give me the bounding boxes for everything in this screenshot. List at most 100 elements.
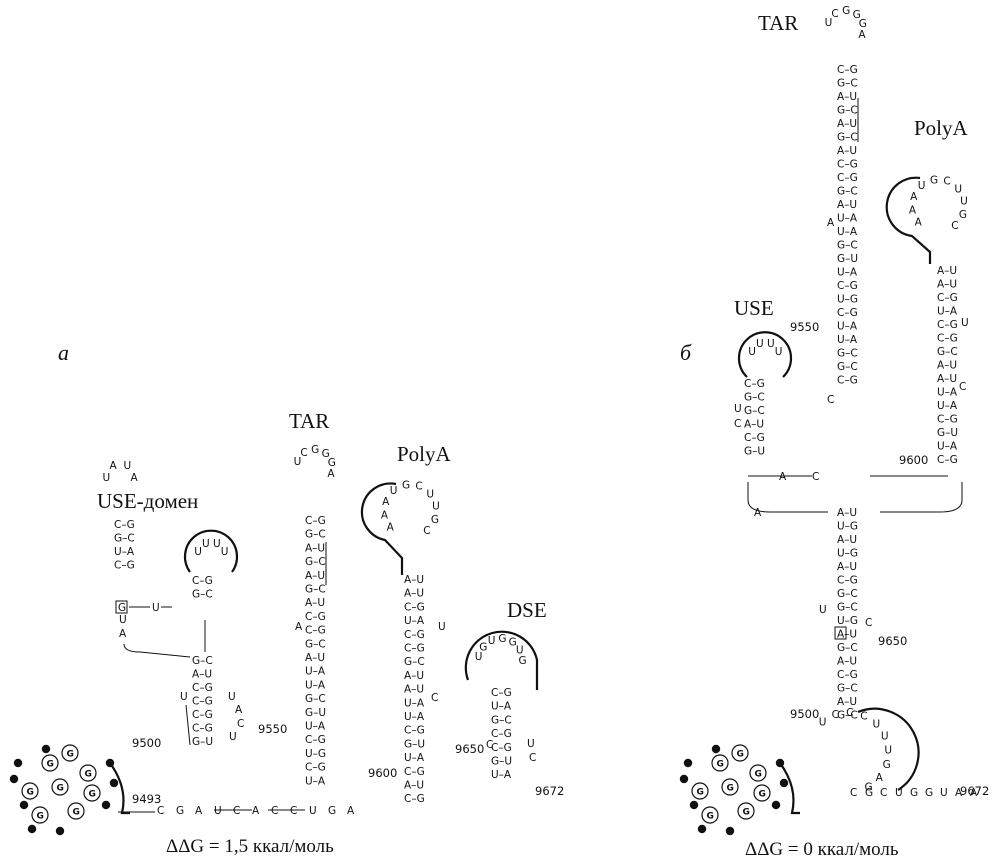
base-pair: U–G — [837, 294, 858, 306]
polya-stem: A–UA–UC–GU–AC–GC–GG–CA–UA–UU–AU–AC–GG–UU… — [404, 574, 425, 805]
guanine-label: G — [73, 808, 80, 818]
baseline-nucleotide: U — [214, 805, 222, 817]
baseline-sequence-b: CGCUGGUAA — [850, 787, 978, 799]
use-hairpin-loop: UAUA — [103, 460, 139, 484]
use-motif-arc — [185, 531, 237, 572]
base-pair: A–U — [837, 145, 857, 157]
backbone-dot — [712, 745, 720, 753]
base-pair: C–G — [404, 793, 425, 805]
base-pair: G–C — [305, 529, 326, 541]
dse-label-a: DSE — [507, 598, 547, 622]
base-pair: A–U — [404, 670, 424, 682]
base-pair: G–U — [837, 253, 858, 265]
backbone-dot — [698, 825, 706, 833]
use-domain-label: USE-домен — [97, 489, 198, 513]
use-loop-b: UUUU — [748, 338, 782, 358]
base-pair: G–C — [837, 186, 858, 198]
loop-nucleotide: C — [846, 707, 853, 719]
base-pair: C–G — [192, 575, 213, 587]
loop-nucleotide: U — [775, 346, 783, 358]
loop-nucleotide: C — [300, 447, 307, 459]
loop-nucleotide: U — [819, 716, 827, 728]
baseline-nucleotide: G — [865, 787, 873, 799]
backbone-dot — [14, 759, 22, 767]
free-energy-b: ΔΔG = 0 ккал/моль — [745, 839, 899, 860]
backbone-dot — [680, 775, 688, 783]
loop-nucleotide: G — [431, 514, 439, 526]
base-pair: C–G — [305, 625, 326, 637]
base-pair: A–U — [837, 656, 857, 668]
base-pair: C–G — [491, 687, 512, 699]
loop-nucleotide: U — [432, 501, 440, 513]
baseline-nucleotide: C — [880, 787, 887, 799]
base-pair: U–A — [937, 306, 958, 318]
base-pair: U–A — [305, 679, 326, 691]
baseline-nucleotide: A — [195, 805, 203, 817]
base-pair: G–C — [837, 588, 858, 600]
baseline-nucleotide: U — [895, 787, 903, 799]
loop-nucleotide: A — [909, 205, 917, 217]
base-pair: U–G — [837, 521, 858, 533]
svg-text:C: C — [431, 692, 438, 704]
dse-stem: C–GU–AG–CC–GC–GG–UU–A — [491, 687, 512, 781]
base-pair: A–U — [837, 561, 857, 573]
loop-nucleotide: U — [390, 485, 398, 497]
g-quadruplex-icon-b: GGGGGGGG — [680, 745, 800, 835]
loop-nucleotide: A — [858, 29, 866, 41]
base-pair: G–C — [837, 132, 858, 144]
loop-nucleotide: A — [327, 468, 335, 480]
guanine-label: G — [717, 760, 724, 770]
guanine-label: G — [727, 784, 734, 794]
base-pair: C–G — [744, 432, 765, 444]
base-pair: G–C — [744, 405, 765, 417]
loop-nucleotide: U — [194, 546, 202, 558]
baseline-nucleotide: U — [309, 805, 317, 817]
guanine-label: G — [57, 784, 64, 794]
backbone-dot — [110, 779, 118, 787]
backbone-dot — [726, 827, 734, 835]
loop-nucleotide: G — [402, 479, 410, 491]
backbone-dot — [690, 801, 698, 809]
base-pair: G–U — [937, 427, 958, 439]
base-pair: C–G — [837, 375, 858, 387]
use-small-stem: C–GG–C — [192, 575, 213, 601]
base-pair: A–U — [837, 199, 857, 211]
base-pair: A–U — [837, 91, 857, 103]
use-label-b: USE — [734, 296, 774, 320]
loop-nucleotide: G — [498, 633, 506, 645]
use-small-loop: UUUU — [194, 538, 228, 558]
base-pair: C–G — [937, 414, 958, 426]
loop-nucleotide: U — [221, 546, 229, 558]
loop-nucleotide: A — [110, 460, 118, 472]
polya-loop-b: AAAUGCUUGC — [909, 174, 968, 232]
base-pair: U–G — [305, 748, 326, 760]
loop-nucleotide: U — [213, 538, 221, 550]
svg-text:C: C — [529, 752, 536, 764]
guanine-label: G — [759, 790, 766, 800]
base-pair: A–U — [744, 419, 764, 431]
base-pair: G–C — [837, 683, 858, 695]
baseline-sequence-a: CGAUCACCUGA — [157, 805, 355, 817]
position-9493-a: 9493 — [132, 792, 161, 806]
loop-nucleotide: U — [884, 745, 892, 757]
backbone-dot — [772, 801, 780, 809]
polya-hairpin-b: AAAUGCUUGC A–UA–UC–GU–AC–GC–GG–CA–UA–UU–… — [887, 174, 969, 467]
svg-text:A: A — [295, 621, 303, 633]
svg-text:C: C — [865, 617, 872, 629]
base-pair: G–C — [937, 346, 958, 358]
loop-nucleotide: A — [876, 772, 884, 784]
base-pair: A–U — [937, 360, 957, 372]
tar-label-b: TAR — [758, 11, 798, 35]
base-pair: C–G — [937, 333, 958, 345]
use-lower-stem: G–CA–UC–GC–GC–GC–GG–U — [192, 655, 213, 748]
polya-hairpin-a: AAAUGCUUGC A–UA–UC–GU–AC–GC–GG–CA–UA–UU–… — [362, 479, 446, 805]
base-pair: G–C — [305, 556, 326, 568]
base-pair: A–U — [404, 588, 424, 600]
svg-text:C: C — [959, 381, 966, 393]
loop-nucleotide: U — [756, 338, 764, 350]
position-9600-b: 9600 — [899, 453, 928, 467]
loop-nucleotide: A — [382, 496, 390, 508]
guanine-label: G — [89, 790, 96, 800]
base-pair: A–U — [305, 597, 325, 609]
